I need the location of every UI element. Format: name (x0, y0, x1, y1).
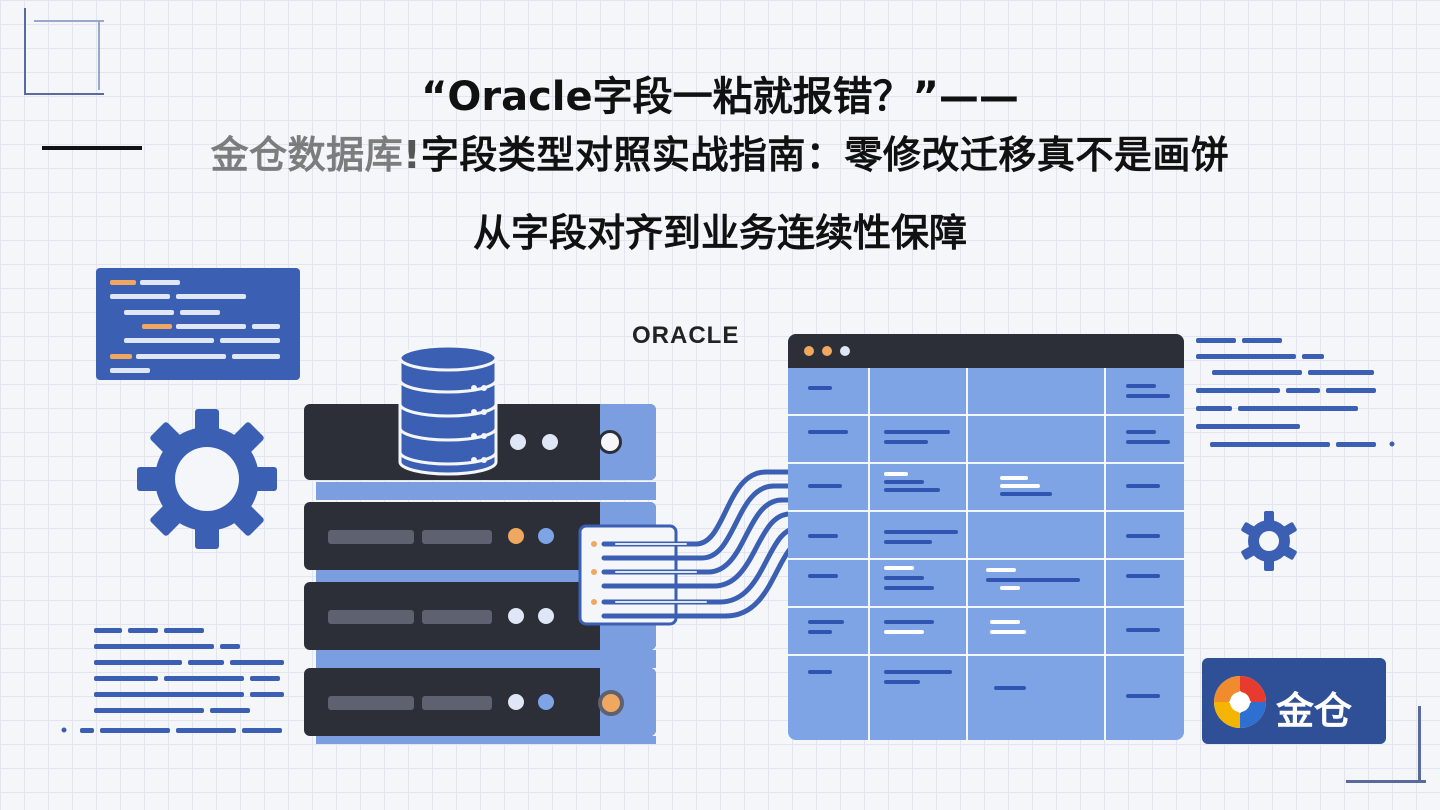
server-unit (304, 668, 656, 736)
database-icon (398, 344, 498, 476)
corner-frame (24, 93, 104, 95)
window-titlebar (788, 334, 1184, 368)
corner-frame (98, 20, 100, 90)
corner-frame (1346, 780, 1426, 783)
headline-line-2-text: 字段类型对照实战指南：零修改迁移真不是画饼 (420, 133, 1230, 177)
headline-subtitle: 从字段对齐到业务连续性保障 (472, 211, 967, 255)
kingbase-logo-badge (1202, 658, 1386, 744)
headline-line-1: “Oracle字段一粘就报错？”—— (421, 74, 1019, 120)
headline-overlay-text: 金仓数据库 (210, 133, 404, 177)
table-window-icon (788, 334, 1184, 740)
headline-dash (42, 146, 142, 150)
text-lines-decoration (61, 628, 284, 733)
corner-frame (24, 8, 26, 94)
gear-icon (1241, 511, 1297, 571)
gear-icon (137, 409, 277, 549)
oracle-logo: ORACLE (632, 322, 740, 349)
text-lines-decoration (1196, 338, 1395, 447)
code-window-icon (96, 268, 300, 380)
corner-frame (34, 20, 104, 22)
headline-line-2: 金仓数据库!字段类型对照实战指南：零修改迁移真不是画饼 (210, 133, 1230, 177)
kingbase-logo-icon (1214, 676, 1266, 728)
corner-frame (1418, 706, 1421, 783)
kingbase-logo-text: 金仓 (1276, 689, 1353, 733)
